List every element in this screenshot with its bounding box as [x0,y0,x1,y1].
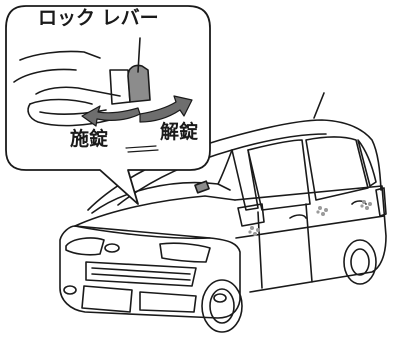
car-illustration [59,92,387,333]
callout-bubble [5,5,211,205]
unlock-label: 解錠 [160,121,199,143]
lock-lever-label: ロック レバー [38,7,159,29]
door-handle-illustration [13,37,151,127]
lock-label: 施錠 [70,128,109,150]
door-sensor-dots [248,200,372,236]
lock-unlock-arrows [81,95,193,127]
